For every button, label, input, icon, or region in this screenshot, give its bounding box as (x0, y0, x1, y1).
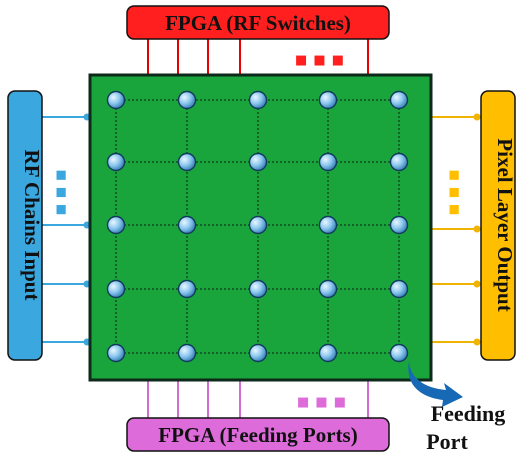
right-connector-dot (473, 113, 481, 121)
right-connector-dot (473, 225, 481, 233)
pixel-node (389, 90, 409, 110)
pixel-node (248, 343, 268, 363)
top-connector-lines (147, 39, 369, 76)
rf-chains-input-label: RF Chains Input (20, 150, 44, 301)
pixel-node (318, 215, 338, 235)
pixel-node (106, 90, 126, 110)
pixel-node (389, 152, 409, 172)
pixel-node (318, 343, 338, 363)
pixel-node (106, 343, 126, 363)
pixel-node (248, 90, 268, 110)
pixel-node (177, 279, 197, 299)
feeding-port-label-line2: Port (426, 429, 468, 454)
pixel-node (389, 215, 409, 235)
pixel-nodes (106, 90, 409, 363)
feeding-port-arrow (408, 361, 463, 407)
pixel-node (106, 215, 126, 235)
fpga-rf-switches-label: FPGA (RF Switches) (165, 11, 351, 35)
right-ellipsis: ■ ■ ■ (448, 170, 462, 217)
fpga-feeding-ports-box: FPGA (Feeding Ports) (126, 417, 390, 452)
left-ellipsis: ■ ■ ■ (55, 170, 69, 217)
pixel-node (318, 152, 338, 172)
pixel-layer-output-box: Pixel Layer Output (480, 90, 517, 361)
right-connector-dot (473, 280, 481, 288)
fpga-feeding-ports-label: FPGA (Feeding Ports) (158, 423, 357, 447)
pixel-node (248, 152, 268, 172)
pixel-node (389, 343, 409, 363)
feeding-port-label-line1: Feeding (431, 401, 506, 426)
rf-chains-input-box: RF Chains Input (7, 90, 44, 361)
bottom-ellipsis: ■ ■ ■ (297, 395, 347, 410)
pixel-layer-output-label: Pixel Layer Output (493, 138, 517, 311)
right-connector-lines (431, 113, 481, 346)
pixel-node (177, 90, 197, 110)
pixel-node (248, 215, 268, 235)
pixel-node (177, 215, 197, 235)
bottom-connector-lines (147, 380, 369, 418)
pixel-node (177, 343, 197, 363)
pixel-node (318, 90, 338, 110)
left-connector-lines (42, 113, 91, 346)
pixel-node (248, 279, 268, 299)
pixel-node (106, 152, 126, 172)
pixel-node (106, 279, 126, 299)
pixel-node (318, 279, 338, 299)
pixel-node (177, 152, 197, 172)
fpga-rf-switches-box: FPGA (RF Switches) (126, 5, 390, 40)
right-connector-dot (473, 338, 481, 346)
pixel-node (389, 279, 409, 299)
top-ellipsis: ■ ■ ■ (295, 53, 345, 68)
